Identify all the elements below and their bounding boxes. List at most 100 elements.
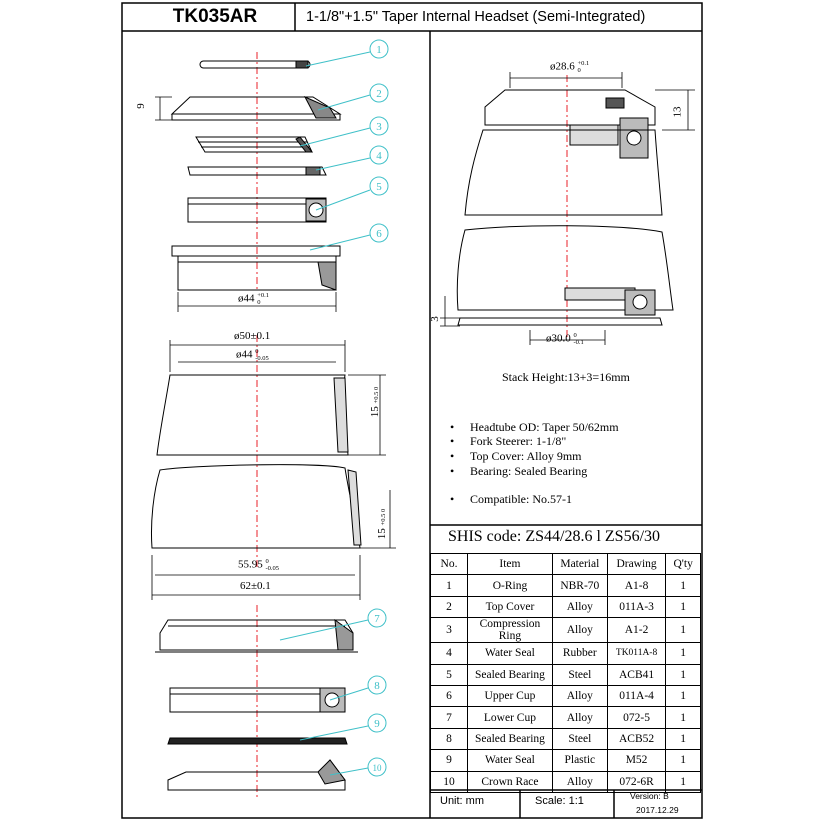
dim-cup-od-tol-upper: +0.1 xyxy=(257,292,270,299)
callout-leaders xyxy=(279,51,371,776)
unit-label: Unit: mm xyxy=(440,795,484,807)
bullet-icon: • xyxy=(450,492,455,506)
callout-label: 8 xyxy=(374,680,380,692)
table-cell: O-Ring xyxy=(467,574,553,597)
model-number: TK035AR xyxy=(172,6,258,27)
spec-item: •Bearing: Sealed Bearing xyxy=(450,464,587,479)
spec-text: Top Cover: Alloy 9mm xyxy=(470,449,582,463)
spec-text: Headtube OD: Taper 50/62mm xyxy=(470,420,619,434)
callout-label: 4 xyxy=(376,150,382,162)
callout-circle xyxy=(367,675,387,695)
table-cell: 011A-3 xyxy=(606,595,667,619)
dim-headtube-top-id-tol-upper: 0 xyxy=(255,348,259,355)
callout-circle xyxy=(367,608,387,628)
table-cell: Top Cover xyxy=(467,595,553,619)
drawing-title: 1-1/8"+1.5" Taper Internal Headset (Semi… xyxy=(306,9,646,25)
table-cell: Plastic xyxy=(551,749,608,772)
table-cell: 011A-4 xyxy=(606,684,667,708)
assembly-section xyxy=(456,89,674,326)
callout-label: 6 xyxy=(376,228,382,240)
bullet-icon: • xyxy=(450,434,455,448)
callout-circle xyxy=(369,83,389,103)
compatible-text: Compatible: No.57-1 xyxy=(470,492,572,506)
col-drawing: Drawing xyxy=(606,552,667,576)
table-cell: 1 xyxy=(665,727,701,751)
callout-circle xyxy=(369,39,389,59)
shis-code: SHIS code: ZS44/28.6 l ZS56/30 xyxy=(448,528,661,545)
table-cell: 8 xyxy=(429,727,469,751)
stack-height: Stack Height:13+3=16mm xyxy=(502,370,630,384)
table-cell: 5 xyxy=(429,663,469,686)
dim-steerer-top: ø28.6 +0.1 0 xyxy=(550,60,589,74)
table-cell: 072-6R xyxy=(606,770,667,793)
table-cell: Water Seal xyxy=(467,642,553,665)
callout-label: 3 xyxy=(376,121,382,133)
callout-label: 7 xyxy=(374,613,380,625)
dim-upper-depth-tol: +0.5 0 xyxy=(373,386,381,404)
dim-upper-depth-value: 15 xyxy=(369,406,382,418)
table-cell: 072-5 xyxy=(606,706,667,729)
dimension-lines-left xyxy=(151,96,396,600)
callout-label: 10 xyxy=(373,763,383,773)
col-material: Material xyxy=(551,552,608,576)
dim-upper-depth: 15 +0.5 0 xyxy=(369,387,381,417)
bullet-icon: • xyxy=(450,464,455,478)
dim-crown-race-tol-lower: -0.1 xyxy=(573,339,584,346)
table-cell: 1 xyxy=(665,663,701,686)
table-cell: M52 xyxy=(606,749,667,772)
table-cell: Alloy xyxy=(551,770,608,793)
scale-label: Scale: 1:1 xyxy=(535,795,584,807)
dim-lower-depth-tol: +0.5 0 xyxy=(380,508,388,526)
part-o-ring xyxy=(199,60,311,69)
table-cell: Compression Ring xyxy=(467,617,553,644)
table-cell: 3 xyxy=(429,617,469,644)
table-cell: 1 xyxy=(665,684,701,708)
dim-top-cover-height: 9 xyxy=(134,103,147,109)
table-cell: 1 xyxy=(665,706,701,729)
spec-item: • Headtube OD: Taper 50/62mm xyxy=(450,420,619,435)
callout-circle xyxy=(369,176,389,196)
dim-stack-top: 13 xyxy=(671,106,684,118)
table-cell: 10 xyxy=(429,770,469,793)
callout-label: 2 xyxy=(376,88,382,100)
dim-crown-race-value: ø30.0 xyxy=(546,332,571,345)
table-cell: Steel xyxy=(551,663,608,686)
part-lower-cup xyxy=(155,618,358,653)
dimension-lines-right xyxy=(440,72,695,345)
part-sealed-bearing-lower xyxy=(169,687,346,713)
dim-cup-od-tol-lower: 0 xyxy=(257,299,261,306)
spec-item: •Fork Steerer: 1-1/8" xyxy=(450,434,566,449)
spec-compatible: • Compatible: No.57-1 xyxy=(450,492,572,507)
table-cell: Alloy xyxy=(551,595,608,619)
callout-label: 1 xyxy=(376,44,382,56)
table-cell: Crown Race xyxy=(467,770,553,793)
dim-stack-bottom: 3 xyxy=(428,316,441,322)
col-item: Item xyxy=(467,552,553,576)
table-cell: 1 xyxy=(429,574,469,597)
table-cell: 1 xyxy=(665,617,701,644)
table-cell: Alloy xyxy=(551,684,608,708)
dim-headtube-top-od: ø50±0.1 xyxy=(234,330,271,342)
bullet-icon: • xyxy=(450,420,455,434)
spec-item: •Top Cover: Alloy 9mm xyxy=(450,449,582,464)
dim-cup-od-value: ø44 xyxy=(238,292,255,305)
table-cell: TK011A-8 xyxy=(606,642,667,665)
dim-headtube-top-id-value: ø44 xyxy=(236,348,253,361)
dim-lower-depth-value: 15 xyxy=(376,528,389,540)
dim-cup-od: ø44 +0.1 0 xyxy=(238,292,269,306)
callout-circle xyxy=(367,713,387,733)
part-crown-race xyxy=(167,759,346,791)
table-cell: 1 xyxy=(665,770,701,793)
part-compression-ring xyxy=(195,136,314,153)
table-cell: Rubber xyxy=(551,642,608,665)
table-cell: Steel xyxy=(551,727,608,751)
